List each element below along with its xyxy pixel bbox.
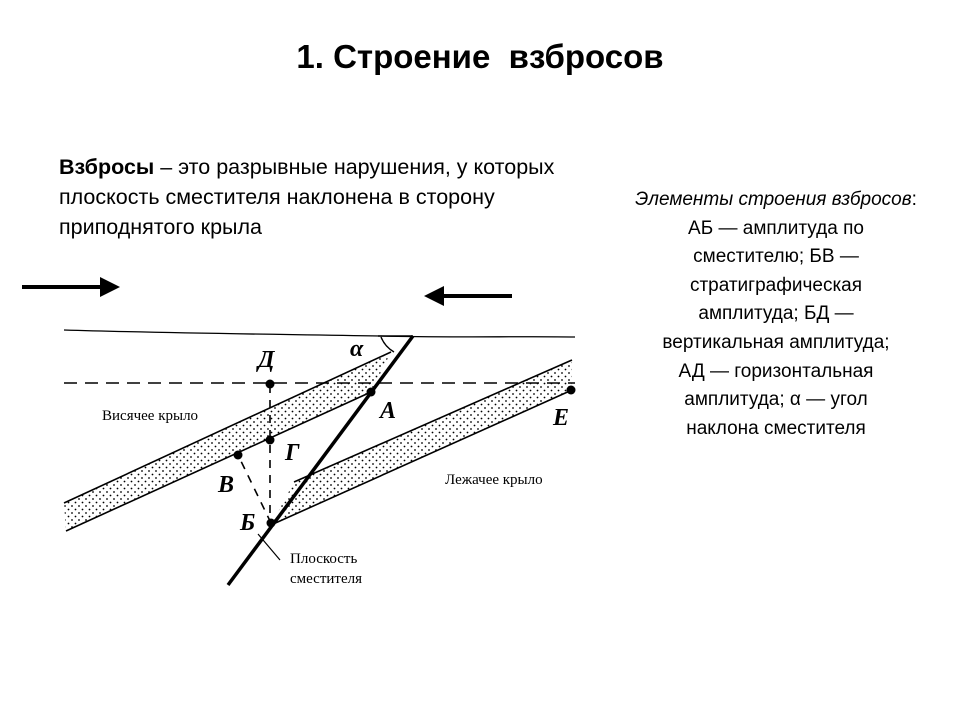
point-g	[265, 435, 275, 445]
footwall-layer-top	[293, 359, 573, 483]
point-e	[566, 385, 576, 395]
arrow-left-icon	[424, 286, 512, 306]
definition-term: Взбросы	[59, 155, 155, 179]
elements-line: наклона сместителя	[686, 417, 866, 439]
label-b: Б	[239, 510, 255, 536]
point-b	[266, 518, 276, 528]
fault-plane-label-line2: сместителя	[290, 571, 362, 587]
footwall-layer-bottom	[270, 389, 573, 526]
elements-line: сместителю; БВ —	[693, 246, 859, 268]
label-v: В	[217, 472, 234, 498]
label-alpha: α	[350, 336, 364, 362]
hanging-wall-layer	[64, 352, 391, 531]
elements-line: амплитуда; БД —	[698, 303, 854, 325]
label-e: Е	[552, 405, 569, 431]
elements-line: стратиграфическая	[689, 274, 863, 296]
definition-text: Взбросы – это разрывные нарушения, у кот…	[59, 152, 569, 242]
definition-body: – это разрывные нарушения, у которых пло…	[59, 155, 555, 239]
hanging-wall-layer-top	[63, 351, 392, 504]
hanging-wall-label: Висячее крыло	[102, 408, 198, 424]
elements-line: амплитуда; α — угол	[684, 389, 868, 411]
alpha-angle-arc	[380, 336, 395, 353]
ground-surface-line	[63, 329, 576, 338]
point-v	[233, 450, 243, 460]
footwall-label: Лежачее крыло	[445, 472, 543, 488]
point-d	[265, 379, 275, 389]
footwall-layer	[271, 360, 572, 525]
arrow-right-icon	[22, 277, 120, 297]
elements-line: АД — горизонтальная	[678, 360, 874, 382]
elements-heading: Элементы строения взбросов	[635, 189, 912, 210]
elements-line: вертикальная амплитуда;	[662, 331, 890, 353]
fault-plane-label-line1: Плоскость	[290, 551, 357, 567]
elements-legend: Элементы строения взбросов: АБ — амплиту…	[620, 186, 932, 443]
label-g: Г	[284, 440, 300, 466]
fault-plane-line	[226, 334, 415, 587]
label-a: А	[378, 398, 396, 424]
point-a	[366, 387, 376, 397]
elements-line: АБ — амплитуда по	[688, 217, 864, 239]
elements-heading-colon: :	[911, 189, 917, 210]
page-title: 1. Строение взбросов	[296, 38, 664, 75]
hanging-wall-layer-bottom	[65, 391, 372, 532]
fault-plane-leader-line	[257, 533, 281, 561]
bv-dashed-line	[237, 454, 272, 524]
label-d: Д	[256, 347, 276, 373]
